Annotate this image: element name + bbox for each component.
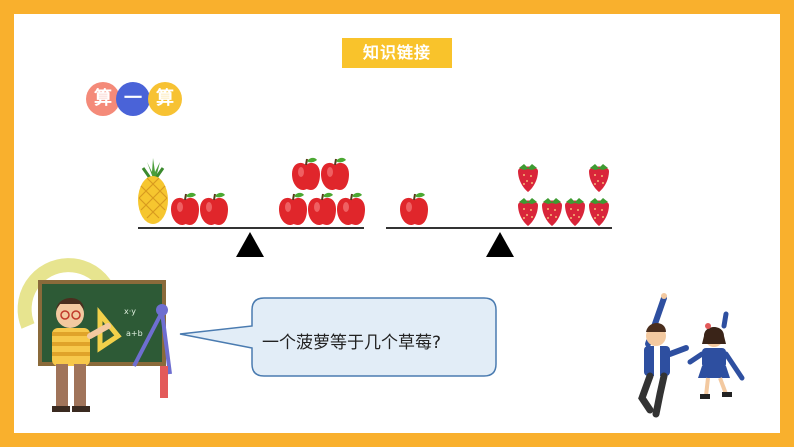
- scale-2-fulcrum: [486, 232, 514, 257]
- apple-icon: [291, 156, 321, 191]
- scale-1-fulcrum: [236, 232, 264, 257]
- balance-scene: x·y a+b: [17, 156, 745, 418]
- apple-icon: [320, 156, 350, 191]
- apple-icon: [199, 191, 229, 226]
- pineapple-icon: [136, 156, 170, 226]
- strawberry-icon: [589, 198, 609, 226]
- svg-text:x·y: x·y: [124, 307, 136, 316]
- badge-char-1: 算: [86, 82, 120, 116]
- badge-char-3: 算: [148, 82, 182, 116]
- strawberry-icon: [542, 198, 562, 226]
- speech-bubble: [179, 297, 497, 377]
- slide-canvas: 知识链接 算 一 算: [14, 14, 780, 433]
- section-title: 知识链接: [342, 38, 452, 68]
- apple-icon: [336, 191, 366, 226]
- question-text: 一个菠萝等于几个草莓?: [262, 333, 442, 353]
- apple-icon: [307, 191, 337, 226]
- jumping-kids-illustration: [638, 293, 745, 418]
- apple-icon: [170, 191, 200, 226]
- strawberry-icon: [518, 164, 538, 192]
- apple-icon: [399, 191, 429, 226]
- strawberry-icon: [518, 198, 538, 226]
- strawberry-icon: [589, 164, 609, 192]
- apple-icon: [278, 191, 308, 226]
- badge-char-2: 一: [116, 82, 150, 116]
- strawberry-icon: [565, 198, 585, 226]
- teacher-illustration: x·y a+b: [17, 258, 172, 412]
- svg-text:a+b: a+b: [126, 329, 143, 338]
